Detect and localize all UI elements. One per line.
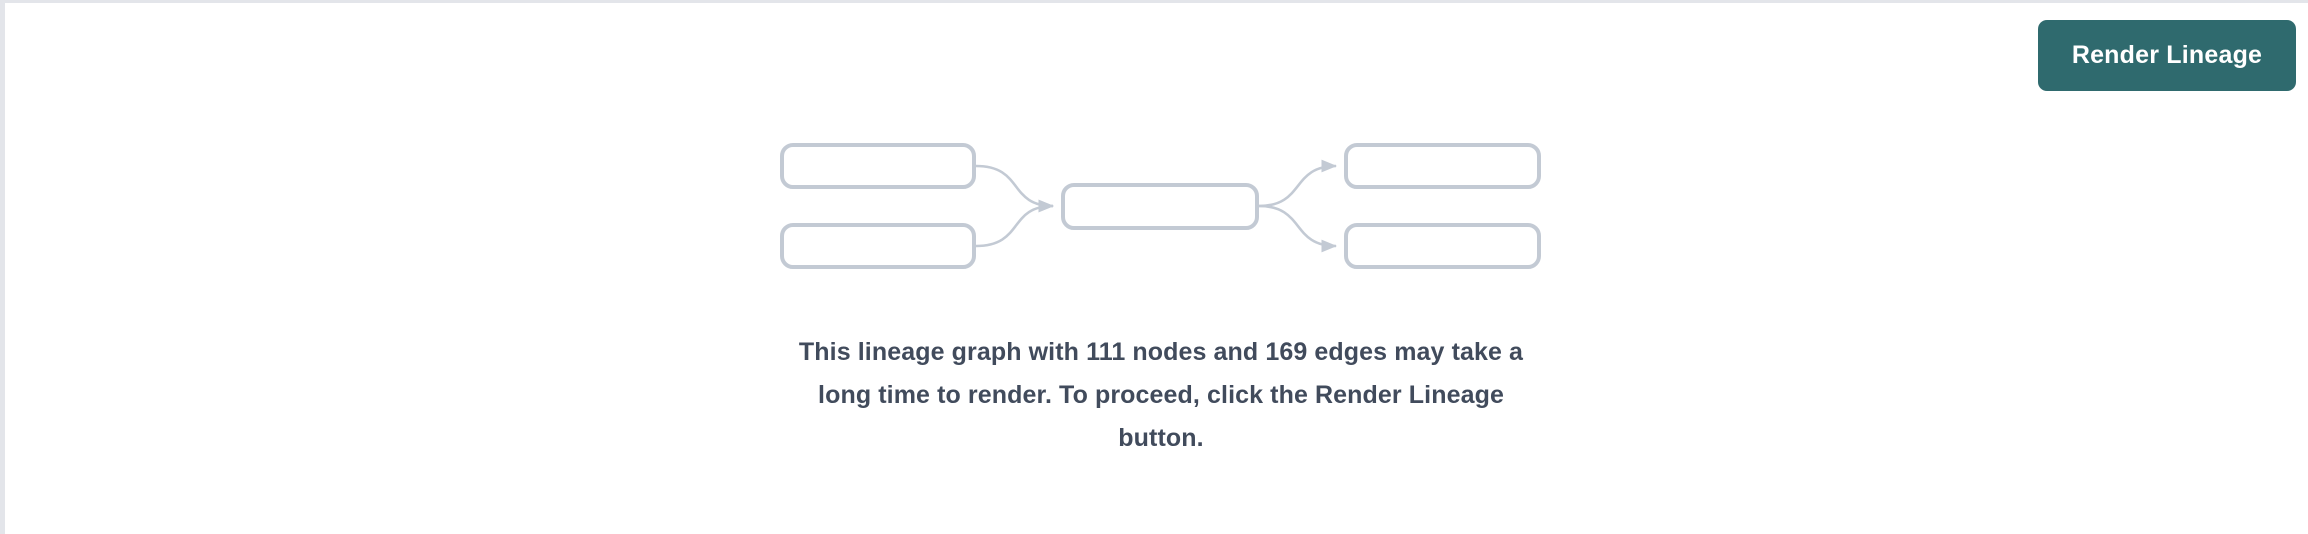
edge-left-top-to-center	[975, 164, 1055, 213]
edge-center-to-right-top	[1258, 159, 1338, 208]
placeholder-node-left-top	[780, 143, 976, 189]
placeholder-node-center	[1061, 183, 1259, 230]
placeholder-node-left-bottom	[780, 223, 976, 269]
placeholder-node-right-bottom	[1344, 223, 1541, 269]
edge-center-to-right-bottom	[1258, 204, 1338, 253]
render-lineage-button[interactable]: Render Lineage	[2038, 20, 2296, 91]
lineage-render-warning-message: This lineage graph with 111 nodes and 16…	[798, 338, 1524, 452]
placeholder-node-right-top	[1344, 143, 1541, 189]
edge-left-bottom-to-center	[975, 199, 1055, 248]
